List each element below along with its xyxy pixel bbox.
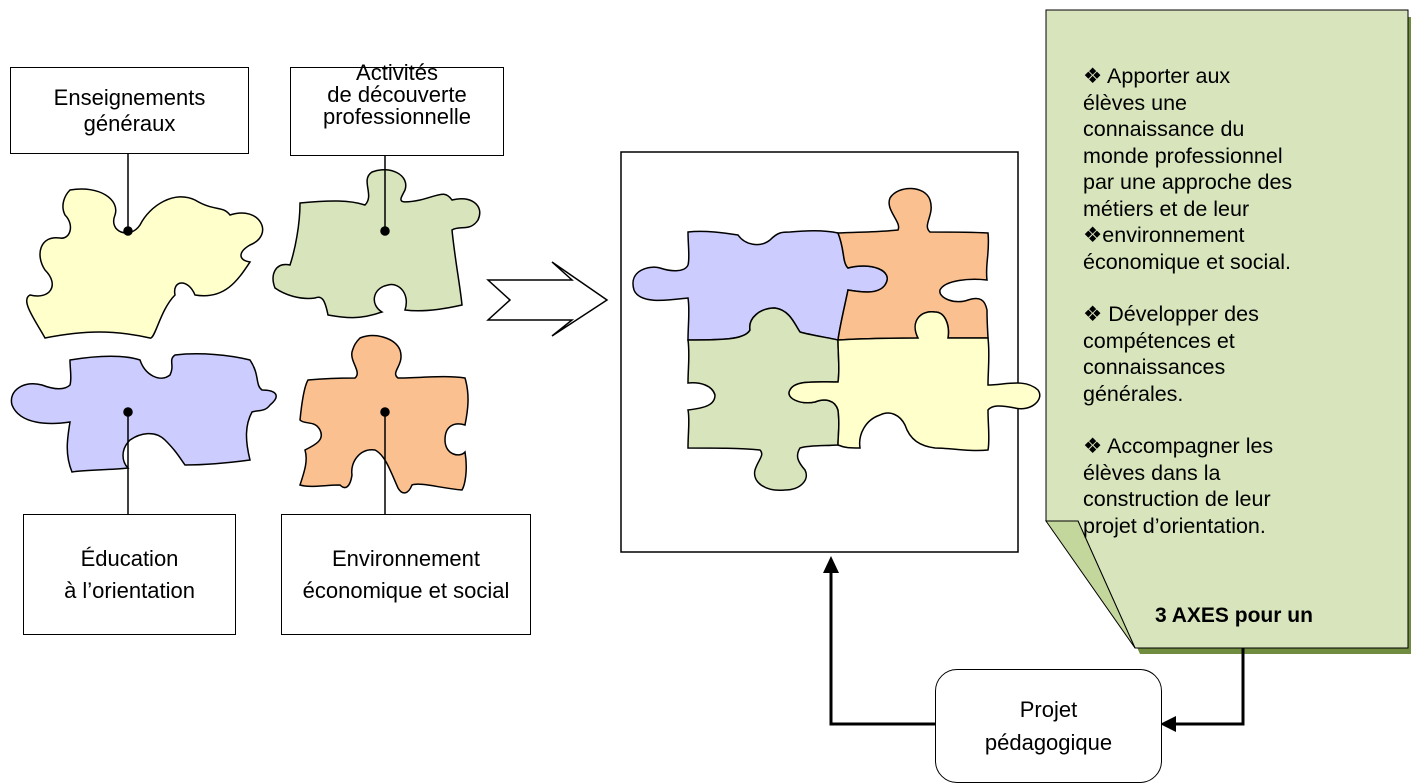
note-line: ❖ Développer des xyxy=(1083,302,1259,326)
note-line: par une approche des xyxy=(1083,170,1293,194)
box-line: Activités xyxy=(356,60,438,85)
note-line: élèves une xyxy=(1083,90,1187,115)
assembled-yellow-piece xyxy=(788,311,1041,452)
label-connectors xyxy=(123,152,390,514)
note-line: ❖ Accompagner les xyxy=(1083,434,1274,458)
note-line: projet d’orientation. xyxy=(1083,513,1266,538)
note-line: générales. xyxy=(1083,381,1184,406)
projet-pedagogique-box: Projet pédagogique xyxy=(935,669,1162,783)
feedback-arrows xyxy=(829,570,1245,726)
loose-pieces xyxy=(10,169,481,494)
box-environnement: Environnement économique et social xyxy=(281,514,531,635)
box-line: économique et social xyxy=(302,577,510,603)
assembled-green-piece xyxy=(687,307,840,491)
axes-label: 3 AXES pour un xyxy=(1155,604,1313,627)
note-shape xyxy=(1045,9,1411,654)
box-line: Éducation xyxy=(80,545,179,571)
objectives-note: ❖ Apporter aux élèves une connaissance d… xyxy=(1083,63,1323,565)
note-line: ❖ Apporter aux xyxy=(1083,64,1231,88)
objective-3: ❖ Accompagner les élèves dans la constru… xyxy=(1083,433,1323,539)
box-enseignements-generaux: Enseignements généraux xyxy=(10,67,249,154)
blue-puzzle-piece xyxy=(10,353,277,473)
objective-1: ❖ Apporter aux élèves une connaissance d… xyxy=(1083,63,1323,275)
arrow-head-left-icon xyxy=(1160,716,1176,732)
assembled-pieces xyxy=(632,187,1041,491)
note-line: connaissances xyxy=(1083,355,1226,379)
assembled-orange-piece xyxy=(836,187,990,341)
note-line: connaissance du xyxy=(1083,117,1245,141)
note-line: élèves dans la xyxy=(1083,460,1221,485)
box-activites-decouverte: Activités de découverte professionnelle xyxy=(290,62,504,156)
box-line: généraux xyxy=(83,110,176,136)
box-education-orientation: Éducation à l’orientation xyxy=(23,514,236,635)
box-line: Environnement xyxy=(332,545,480,571)
note-line: compétences et xyxy=(1083,328,1235,353)
green-puzzle-piece xyxy=(272,169,481,319)
note-fold xyxy=(1045,520,1136,649)
box-line: de découverte xyxy=(327,82,467,107)
note-line: ❖environnement xyxy=(1083,223,1245,247)
box-line: à l’orientation xyxy=(64,577,195,603)
arrow-head-up-icon xyxy=(823,556,839,573)
block-arrow-right-icon xyxy=(486,261,609,337)
note-line: monde professionnel xyxy=(1083,143,1283,168)
projet-line: Projet xyxy=(1019,697,1078,722)
note-line: métiers et de leur xyxy=(1083,196,1250,221)
objective-2: ❖ Développer des compétences et connaiss… xyxy=(1083,301,1323,407)
note-line: économique et social. xyxy=(1083,249,1291,274)
projet-line: pédagogique xyxy=(984,730,1113,755)
note-line: construction de leur xyxy=(1083,487,1271,511)
box-line: Enseignements xyxy=(53,84,206,110)
yellow-puzzle-piece xyxy=(25,188,264,339)
box-line: professionnelle xyxy=(323,104,471,129)
